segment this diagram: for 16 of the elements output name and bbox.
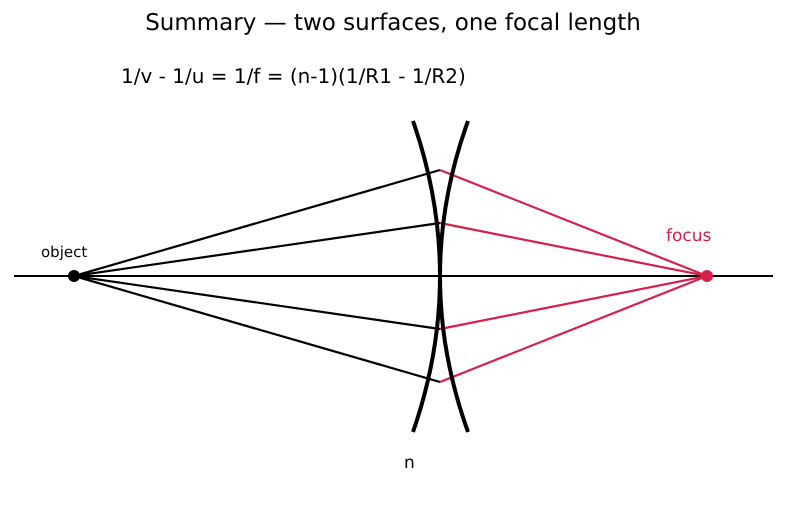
light-ray <box>80 276 440 330</box>
focal-point <box>701 270 713 282</box>
focus-label: focus <box>666 226 712 246</box>
light-ray <box>440 276 702 330</box>
object-label: object <box>41 243 88 261</box>
object-point <box>68 270 80 282</box>
light-ray <box>79 276 440 384</box>
light-ray <box>80 222 440 276</box>
title: Summary — two surfaces, one focal length <box>145 10 641 38</box>
refractive-index-label: n <box>404 453 415 474</box>
light-ray <box>440 277 702 384</box>
light-ray <box>440 222 702 276</box>
light-ray <box>79 168 440 276</box>
light-ray <box>440 168 702 275</box>
lens <box>411 119 470 434</box>
formula: 1/v - 1/u = 1/f = (n-1)(1/R1 - 1/R2) <box>121 64 466 88</box>
